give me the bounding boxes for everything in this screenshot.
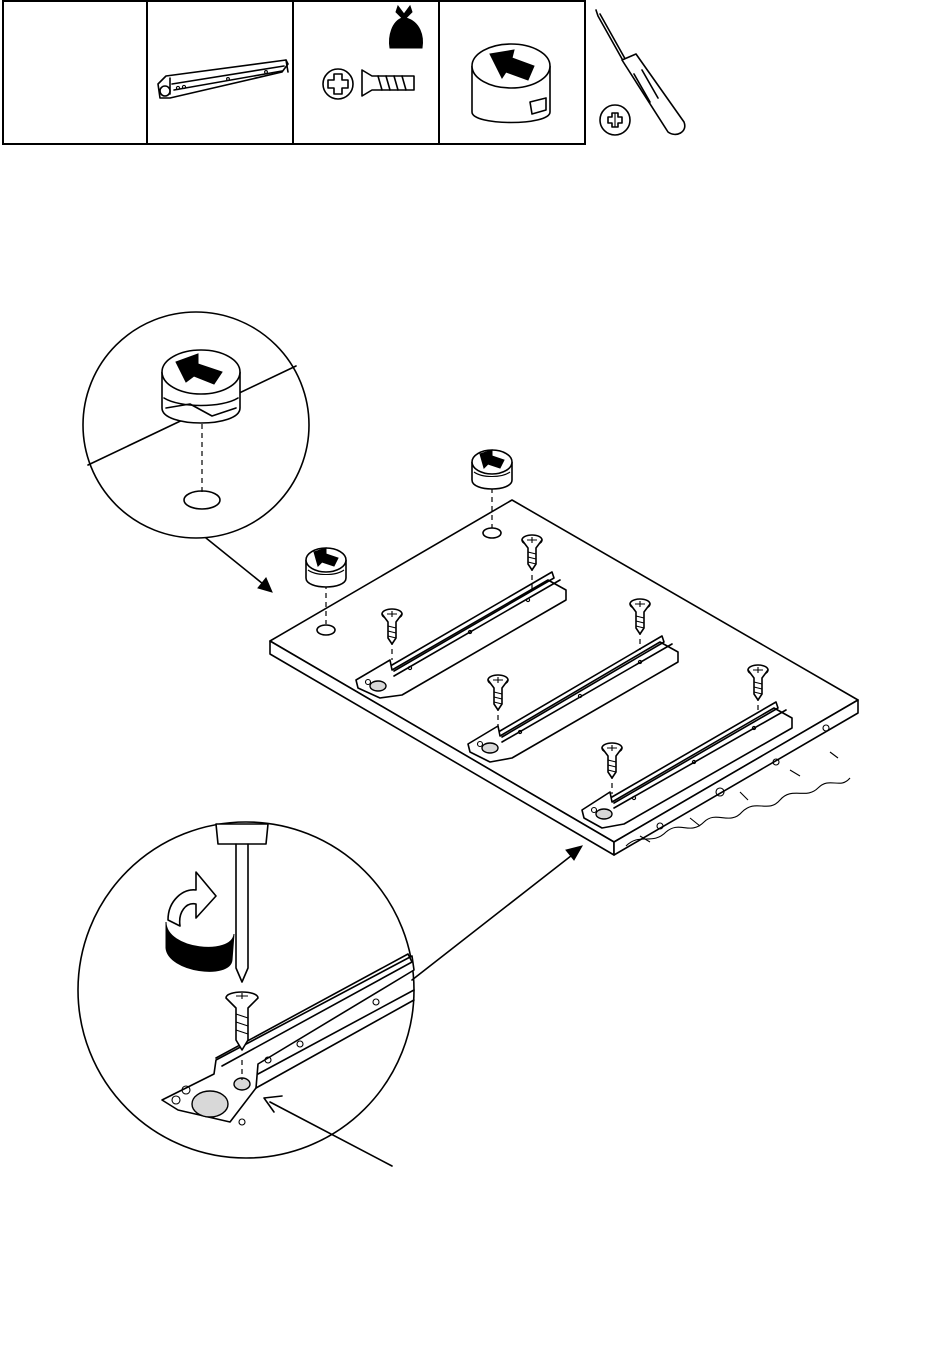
detail-cam-insert: [83, 312, 309, 592]
detail-screw-runner: [78, 822, 582, 1166]
panel-board: [270, 500, 858, 855]
